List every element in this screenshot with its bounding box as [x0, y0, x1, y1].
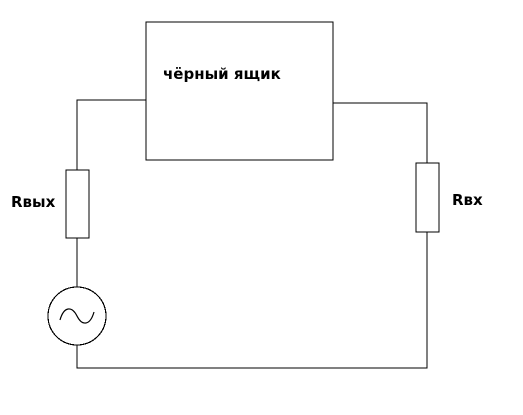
wire-bottom — [76, 232, 428, 369]
input-resistor-body — [415, 162, 440, 233]
output-resistor-label: Rвых — [11, 193, 56, 211]
black-box-outline — [145, 21, 334, 161]
wire-top-right — [333, 102, 428, 163]
output-resistor-body — [65, 169, 90, 239]
black-box: чёрный ящик — [145, 21, 334, 161]
output-resistor: Rвых — [11, 169, 90, 239]
ac-source — [47, 286, 107, 346]
black-box-label: чёрный ящик — [163, 65, 281, 83]
input-resistor-label: Rвх — [452, 191, 483, 209]
wire-top-left — [76, 99, 146, 170]
input-resistor: Rвх — [415, 162, 483, 233]
sine-wave-icon — [59, 308, 95, 324]
wires — [76, 99, 428, 369]
